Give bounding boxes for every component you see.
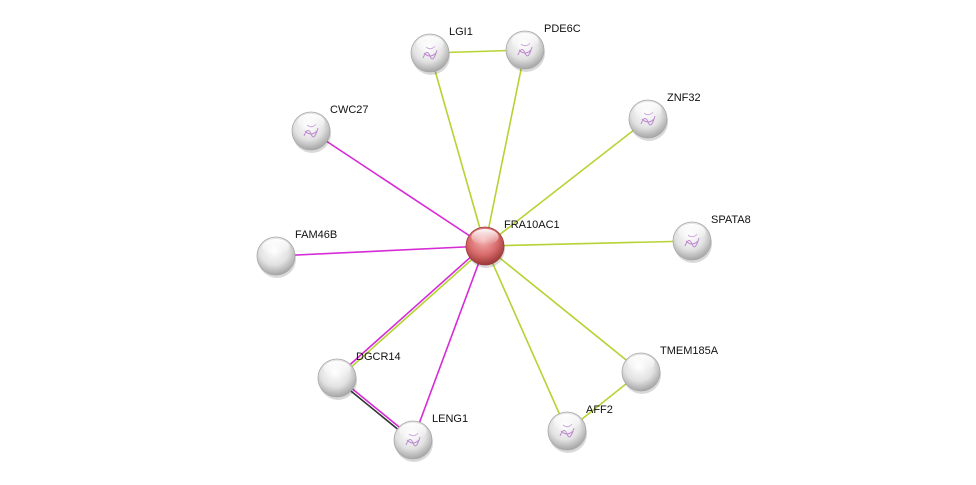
edge-spata8-fra10ac1-textmining[interactable]	[484, 240, 693, 247]
node-znf32[interactable]: ZNF32	[628, 92, 701, 141]
edge-aff2-fra10ac1-textmining[interactable]	[484, 245, 568, 432]
node-label: LGI1	[449, 26, 473, 38]
node-label: ZNF32	[667, 92, 701, 104]
node-tmem185a[interactable]: TMEM185A	[621, 345, 719, 394]
node-label: DGCR14	[356, 351, 401, 363]
edge-lgi1-fra10ac1-textmining[interactable]	[429, 52, 486, 247]
edge-znf32-fra10ac1-textmining[interactable]	[484, 118, 649, 247]
node-label: FAM46B	[295, 229, 337, 241]
node-fra10ac1[interactable]: FRA10AC1	[465, 219, 560, 268]
node-label: SPATA8	[711, 214, 751, 226]
node-label: FRA10AC1	[504, 219, 560, 231]
node-label: LENG1	[432, 413, 468, 425]
node-pde6c[interactable]: PDE6C	[505, 23, 581, 72]
node-leng1[interactable]: LENG1	[393, 413, 468, 462]
edge-dgcr14-fra10ac1-textmining[interactable]	[337, 246, 487, 380]
edge-dgcr14-fra10ac1-experiments[interactable]	[335, 244, 485, 378]
node-label: TMEM185A	[660, 345, 719, 357]
edge-pde6c-fra10ac1-textmining[interactable]	[484, 49, 526, 247]
node-lgi1[interactable]: LGI1	[410, 26, 473, 75]
node-aff2[interactable]: AFF2	[547, 404, 613, 453]
node-label: AFF2	[586, 404, 613, 416]
node-label: CWC27	[330, 104, 369, 116]
node-dgcr14[interactable]: DGCR14	[317, 351, 401, 400]
node-fam46b[interactable]: FAM46B	[256, 229, 337, 278]
edge-fam46b-fra10ac1-experiments[interactable]	[275, 245, 486, 257]
edge-leng1-fra10ac1-experiments[interactable]	[412, 245, 486, 441]
node-spata8[interactable]: SPATA8	[672, 214, 751, 263]
edge-cwc27-fra10ac1-experiments[interactable]	[310, 130, 486, 247]
edge-tmem185a-fra10ac1-textmining[interactable]	[484, 245, 642, 373]
node-cwc27[interactable]: CWC27	[291, 104, 369, 153]
node-label: PDE6C	[544, 23, 581, 35]
